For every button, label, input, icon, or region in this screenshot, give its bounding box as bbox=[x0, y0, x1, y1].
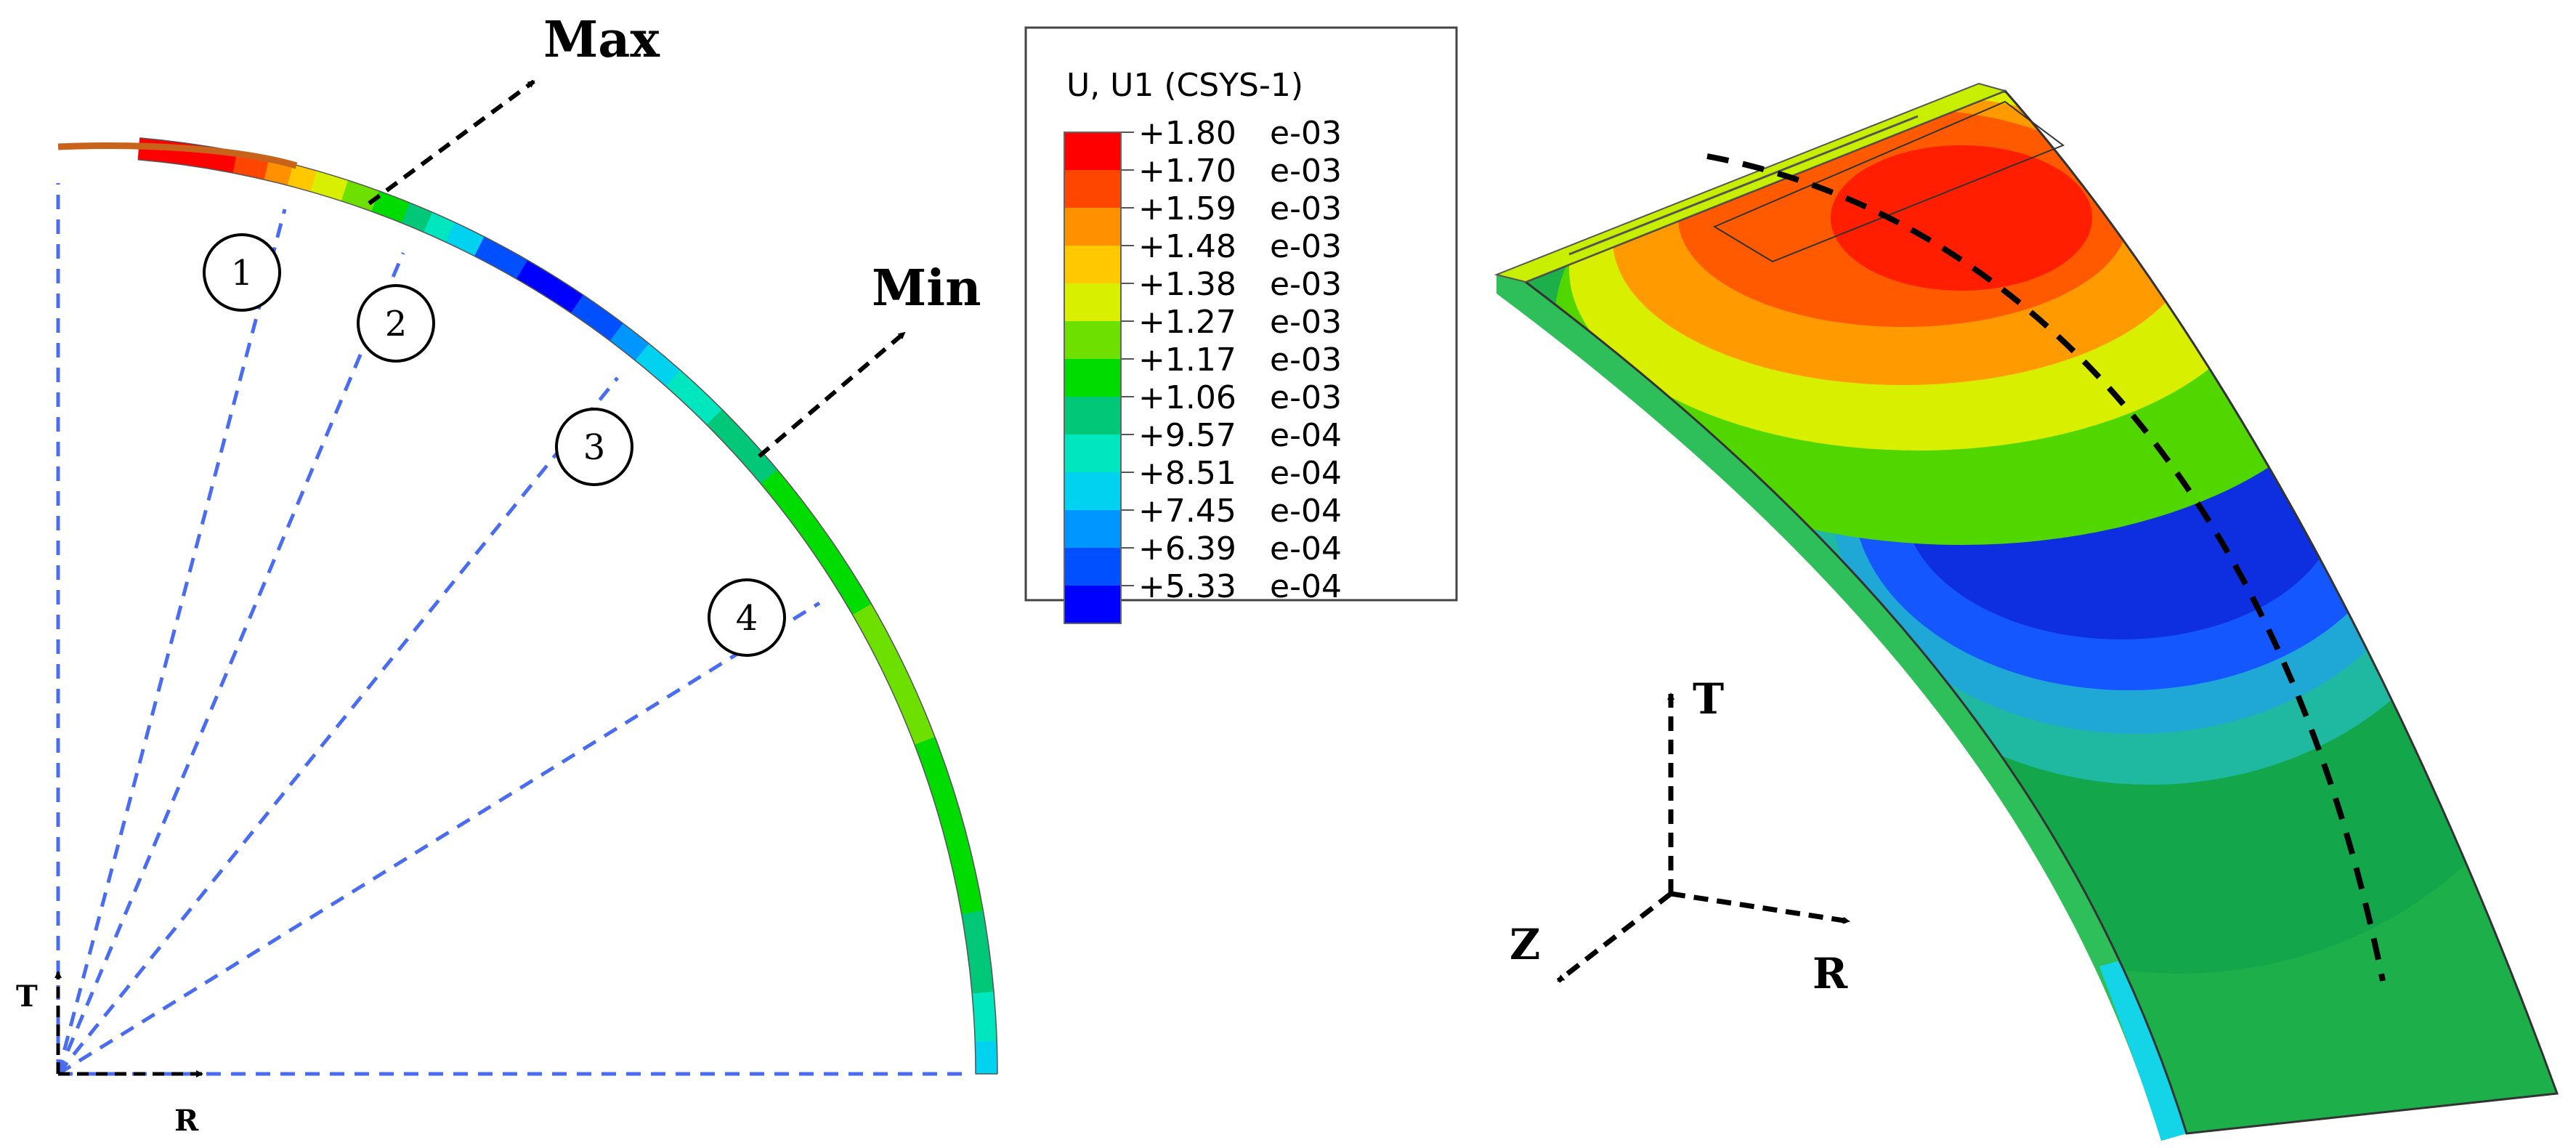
shell-top-face bbox=[1526, 91, 2557, 1133]
legend-exponent: e-04 bbox=[1270, 417, 1342, 454]
section-marker-4: 4 bbox=[708, 578, 786, 657]
right-axis-r-label: R bbox=[1812, 949, 1848, 998]
shell-flange-groove bbox=[1568, 115, 1919, 256]
right-axis-z-arrow bbox=[1556, 892, 1673, 983]
legend-exponent: e-03 bbox=[1270, 379, 1342, 416]
ring-contour-segment bbox=[939, 814, 984, 915]
legend-exponent: e-03 bbox=[1270, 266, 1342, 303]
legend-exponent: e-03 bbox=[1270, 153, 1342, 190]
right-axis-z-label: Z bbox=[1510, 920, 1540, 969]
shell-side-face-cyan-zone bbox=[2099, 959, 2187, 1141]
legend-swatch bbox=[1064, 397, 1121, 434]
section-line-4 bbox=[57, 601, 821, 1076]
left-axis-r-label: R bbox=[174, 1104, 199, 1138]
legend-value: +9.57 bbox=[1138, 417, 1236, 454]
legend-swatch bbox=[1064, 283, 1121, 321]
legend-value: +5.33 bbox=[1138, 568, 1236, 605]
shell-dashed-centerline bbox=[1706, 153, 2386, 982]
legend-swatch bbox=[1064, 434, 1121, 472]
contour-band-red bbox=[1831, 145, 2092, 291]
left-axis-t-label: T bbox=[16, 979, 38, 1014]
legend-swatch bbox=[1064, 548, 1121, 586]
ring-contour-segment bbox=[516, 259, 584, 314]
section-lines bbox=[56, 183, 970, 1076]
right-axis-r-arrow bbox=[1670, 891, 1850, 924]
legend-value: +6.39 bbox=[1138, 530, 1236, 567]
legend-exponent: e-03 bbox=[1270, 228, 1342, 265]
max-label: Max bbox=[543, 11, 660, 69]
svg-text:3: 3 bbox=[583, 427, 606, 468]
svg-text:1: 1 bbox=[231, 253, 254, 294]
ring-contour-segment bbox=[914, 736, 962, 822]
right-3d-shell-view: T Z R bbox=[1494, 82, 2559, 1141]
min-label: Min bbox=[872, 259, 981, 318]
legend-value: +1.17 bbox=[1138, 341, 1236, 379]
section-marker-1: 1 bbox=[203, 233, 281, 312]
ring-contour-segment bbox=[961, 910, 995, 995]
right-axis-t-label: T bbox=[1693, 674, 1724, 724]
legend-swatch bbox=[1064, 321, 1121, 359]
legend-exponent: e-03 bbox=[1270, 304, 1342, 341]
legend-exponent: e-04 bbox=[1270, 568, 1342, 605]
color-legend: U, U1 (CSYS-1) +1.80 e-03 +1.70 e-03 +1.59 e-… bbox=[1024, 26, 1458, 624]
section-line-3 bbox=[57, 376, 619, 1075]
ring-contour-segment bbox=[474, 236, 529, 280]
legend-swatch bbox=[1064, 246, 1121, 283]
section-marker-2: 2 bbox=[357, 284, 435, 363]
max-pointer-arrow bbox=[368, 79, 535, 206]
legend-swatch bbox=[1064, 586, 1121, 623]
shell-outline bbox=[1523, 89, 2559, 1135]
legend-exponent: e-04 bbox=[1270, 455, 1342, 492]
legend-swatch bbox=[1064, 132, 1121, 170]
min-pointer-arrow bbox=[758, 331, 906, 458]
svg-text:4: 4 bbox=[736, 598, 758, 639]
legend-exponent: e-03 bbox=[1270, 341, 1342, 379]
ring-contour-segment bbox=[971, 991, 997, 1043]
legend-exponent: e-03 bbox=[1270, 115, 1342, 152]
legend-colorbar-frame bbox=[1064, 132, 1122, 624]
legend-value: +1.27 bbox=[1138, 304, 1236, 341]
legend-exponent: e-04 bbox=[1270, 530, 1342, 567]
legend-value: +1.59 bbox=[1138, 190, 1236, 227]
legend-value: +8.51 bbox=[1138, 455, 1236, 492]
ring-top-band bbox=[57, 142, 298, 169]
section-line-1 bbox=[56, 209, 287, 1075]
legend-value: +1.80 bbox=[1138, 115, 1236, 152]
displacement-contour-ring bbox=[137, 137, 998, 1075]
legend-swatch bbox=[1064, 472, 1121, 510]
shell-patch-outline bbox=[1712, 100, 2065, 263]
ring-contour-segment bbox=[665, 369, 723, 426]
legend-title: U, U1 (CSYS-1) bbox=[1066, 67, 1303, 104]
left-quarter-ring-view: 1 2 3 4 Max Min T R bbox=[16, 11, 998, 1138]
legend-value: +1.70 bbox=[1138, 153, 1236, 190]
legend-swatch bbox=[1064, 359, 1121, 397]
legend-swatch bbox=[1064, 510, 1121, 548]
ring-outline bbox=[138, 137, 998, 1075]
legend-exponent: e-04 bbox=[1270, 493, 1342, 530]
ring-contour-segment bbox=[974, 1040, 998, 1075]
ring-contour-segment bbox=[852, 603, 936, 746]
section-line-2 bbox=[56, 252, 405, 1075]
legend-swatch bbox=[1064, 170, 1121, 208]
legend-value: +1.06 bbox=[1138, 379, 1236, 416]
svg-text:2: 2 bbox=[385, 304, 408, 344]
legend-swatch bbox=[1064, 208, 1121, 246]
legend-exponent: e-03 bbox=[1270, 190, 1342, 227]
section-marker-3: 3 bbox=[555, 408, 633, 486]
legend-value: +7.45 bbox=[1138, 493, 1236, 530]
legend-value: +1.48 bbox=[1138, 228, 1236, 265]
legend-entries: +1.80 e-03 +1.70 e-03 +1.59 e-03 +1.48 e-03 +1.3… bbox=[1064, 115, 1342, 624]
legend-value: +1.38 bbox=[1138, 266, 1236, 303]
